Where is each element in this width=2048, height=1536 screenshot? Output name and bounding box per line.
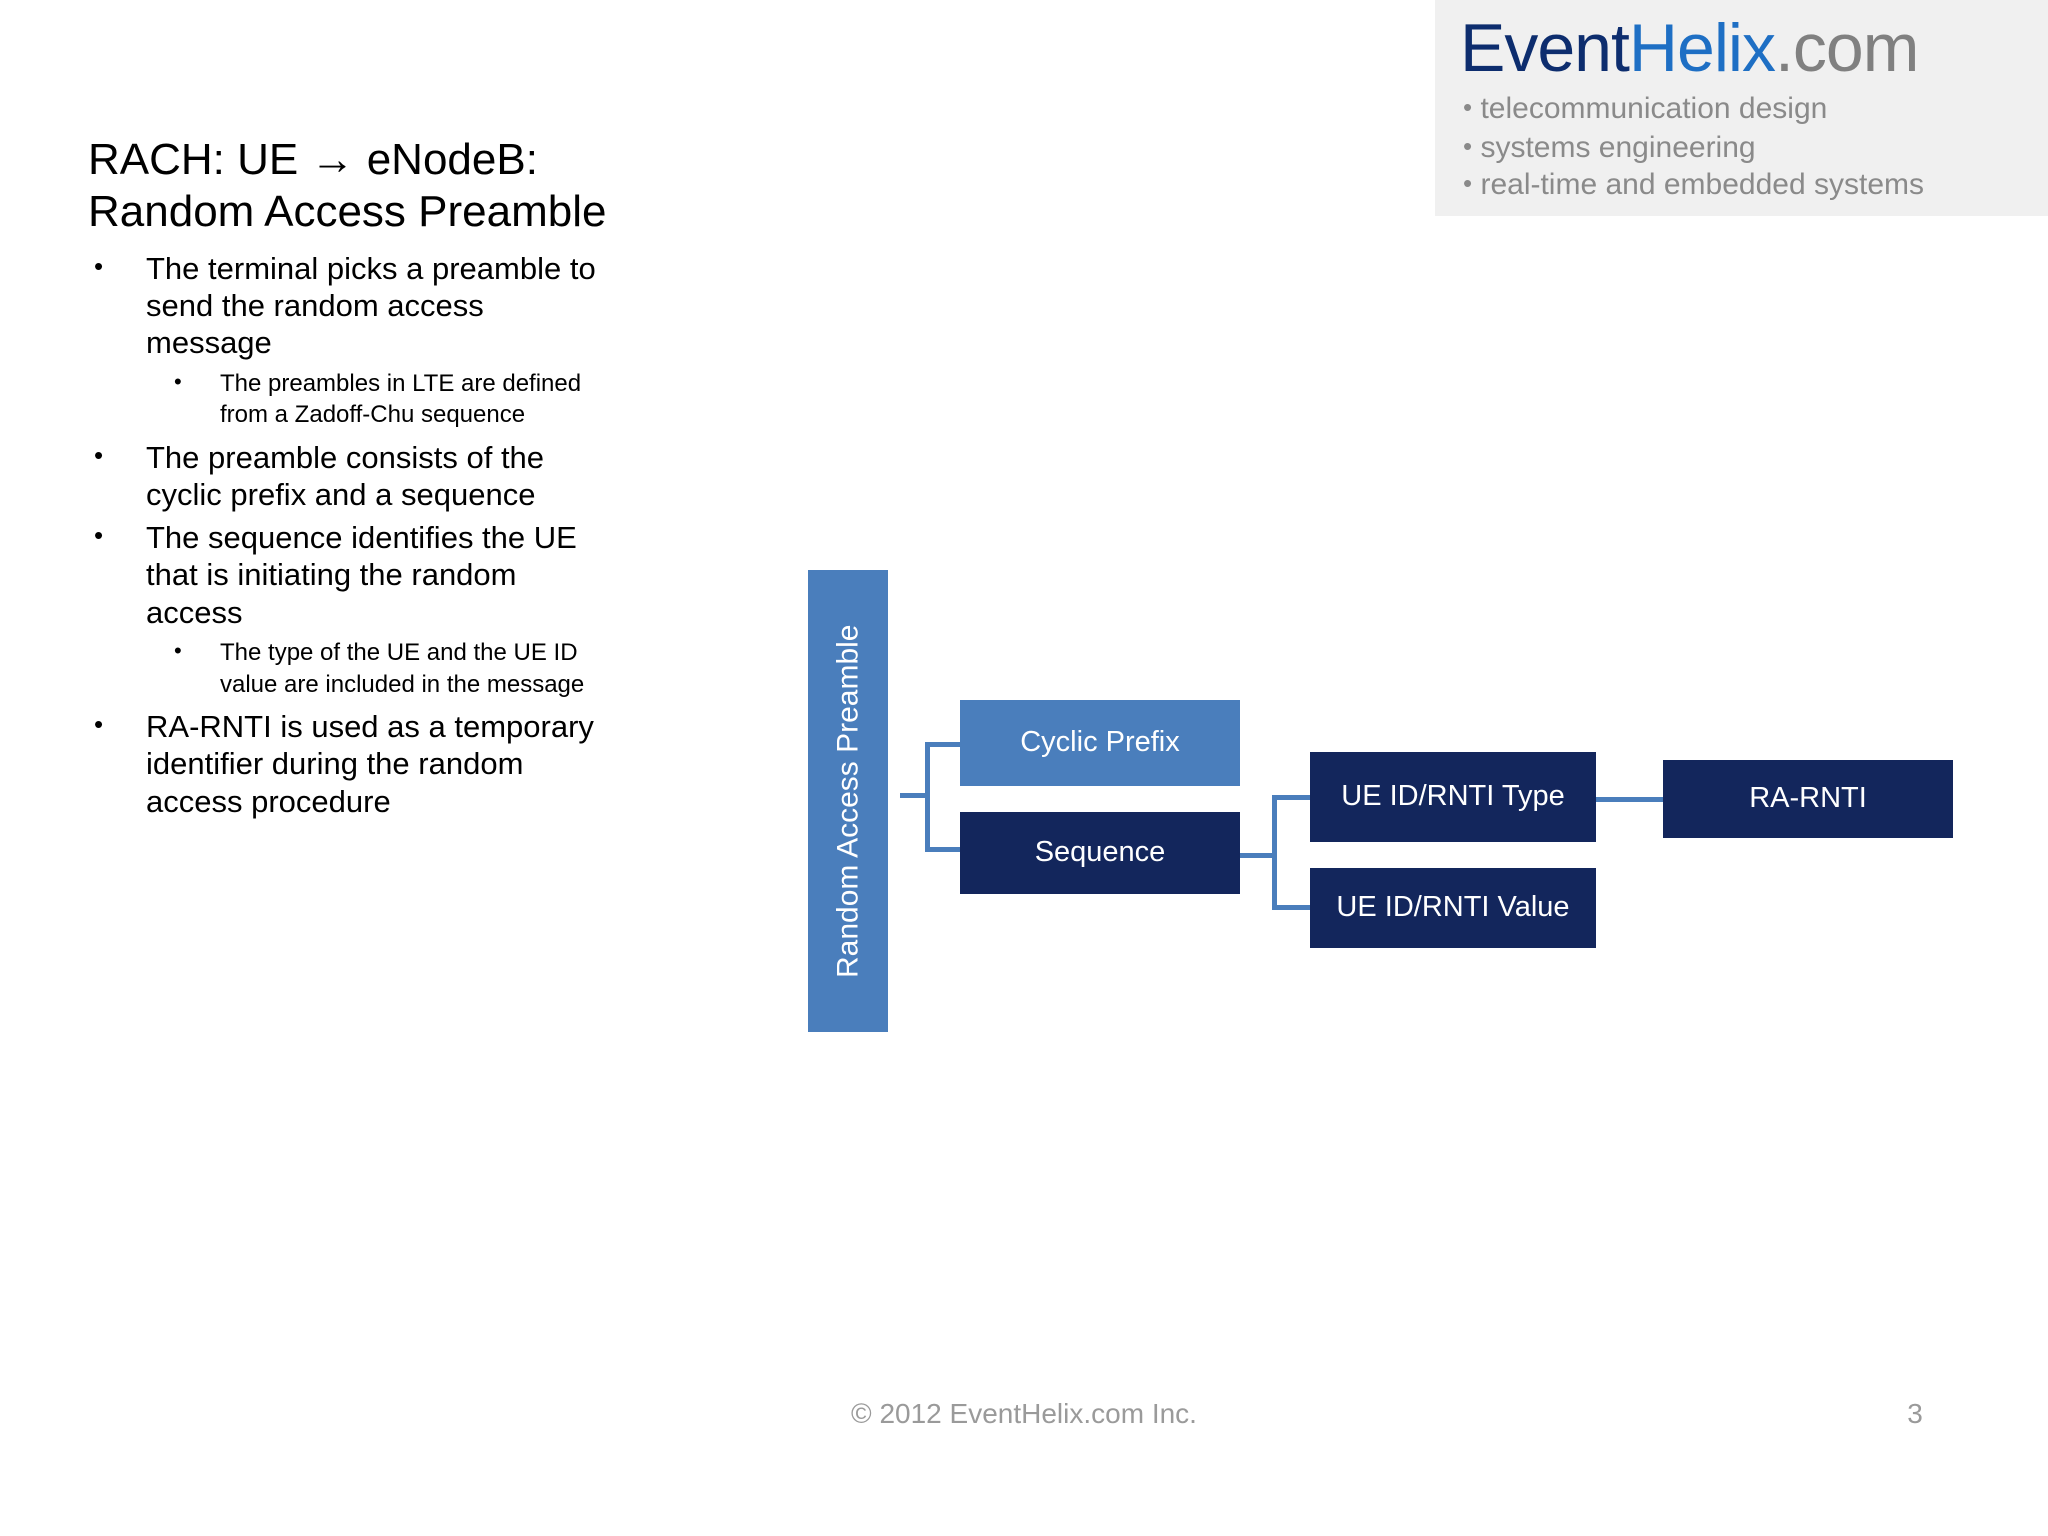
bullet-list: • The terminal picks a preamble to send …	[88, 250, 608, 826]
bullet-dot-icon: •	[174, 368, 182, 394]
connector-sequence-stem	[1240, 853, 1275, 858]
tagline-1: • telecommunication design	[1463, 92, 1827, 126]
list-item: • The preamble consists of the cyclic pr…	[88, 439, 608, 513]
bullet-dot-icon: •	[1463, 92, 1473, 122]
list-item: • The type of the UE and the UE ID value…	[88, 637, 608, 700]
bullet-dot-icon: •	[174, 637, 182, 663]
logo-header: EventHelix.com • telecommunication desig…	[1435, 0, 2048, 216]
diagram-node-cyclic-prefix[interactable]: Cyclic Prefix	[960, 700, 1240, 786]
connector-root-stem	[900, 793, 930, 798]
tagline-3-text: real-time and embedded systems	[1480, 168, 1924, 201]
page-title-line-2: Random Access Preamble	[88, 186, 607, 236]
list-item-text: The type of the UE and the UE ID value a…	[220, 638, 585, 698]
diagram-node-ue-id-rnti-value[interactable]: UE ID/RNTI Value	[1310, 868, 1596, 948]
diagram-node-ue-id-rnti-type[interactable]: UE ID/RNTI Type	[1310, 752, 1596, 842]
connector-root-vertical	[925, 742, 930, 852]
diagram-node-sequence[interactable]: Sequence	[960, 812, 1240, 894]
connector-sequence-vertical	[1272, 795, 1277, 910]
list-item: • RA-RNTI is used as a temporary identif…	[88, 708, 608, 820]
list-item-text: The preamble consists of the cyclic pref…	[146, 439, 545, 513]
tagline-2-text: systems engineering	[1480, 131, 1756, 164]
diagram-node-label: UE ID/RNTI Value	[1336, 891, 1570, 924]
connector-to-ue-id-value	[1272, 905, 1312, 910]
diagram-node-label: RA-RNTI	[1749, 782, 1867, 815]
list-item-text: RA-RNTI is used as a temporary identifie…	[146, 709, 594, 819]
bullet-dot-icon: •	[94, 251, 104, 281]
brand-event-text: Event	[1460, 10, 1630, 86]
list-item-text: The preambles in LTE are defined from a …	[220, 369, 582, 429]
connector-to-sequence	[925, 847, 960, 852]
bullet-dot-icon: •	[1463, 131, 1473, 161]
diagram-node-ra-rnti[interactable]: RA-RNTI	[1663, 760, 1953, 838]
list-item-text: The sequence identifies the UE that is i…	[146, 520, 577, 630]
tagline-2: • systems engineering	[1463, 131, 1756, 165]
diagram-node-random-access-preamble[interactable]: Random Access Preamble	[808, 570, 888, 1032]
brand-wordmark: EventHelix.com	[1460, 14, 1919, 82]
connector-to-ue-id-type	[1272, 795, 1312, 800]
bullet-dot-icon: •	[94, 520, 104, 551]
footer-page-number: 3	[1907, 1398, 1923, 1429]
list-item: • The sequence identifies the UE that is…	[88, 519, 608, 631]
page-title-line-1: RACH: UE → eNodeB:	[88, 135, 538, 184]
tagline-3: • real-time and embedded systems	[1463, 168, 1924, 202]
diagram-node-label: Sequence	[1034, 836, 1166, 869]
tagline-1-text: telecommunication design	[1480, 92, 1828, 125]
bullet-dot-icon: •	[1463, 168, 1473, 198]
connector-to-ra-rnti	[1596, 797, 1666, 802]
page-title: RACH: UE → eNodeB: Random Access Preambl…	[88, 134, 788, 238]
list-item-text: The terminal picks a preamble to send th…	[146, 251, 596, 361]
footer-copyright: © 2012 EventHelix.com Inc.	[851, 1398, 1197, 1429]
diagram-node-label: Cyclic Prefix	[1020, 726, 1180, 759]
diagram-node-label: UE ID/RNTI Type	[1341, 780, 1565, 813]
bullet-dot-icon: •	[94, 439, 104, 470]
diagram-node-label: Random Access Preamble	[831, 624, 865, 978]
brand-com-text: .com	[1775, 10, 1919, 86]
bullet-dot-icon: •	[94, 709, 104, 740]
brand-helix-text: Helix	[1628, 10, 1776, 86]
list-item: • The preambles in LTE are defined from …	[88, 368, 608, 431]
connector-to-cyclic-prefix	[925, 742, 960, 747]
list-item: • The terminal picks a preamble to send …	[88, 250, 608, 362]
